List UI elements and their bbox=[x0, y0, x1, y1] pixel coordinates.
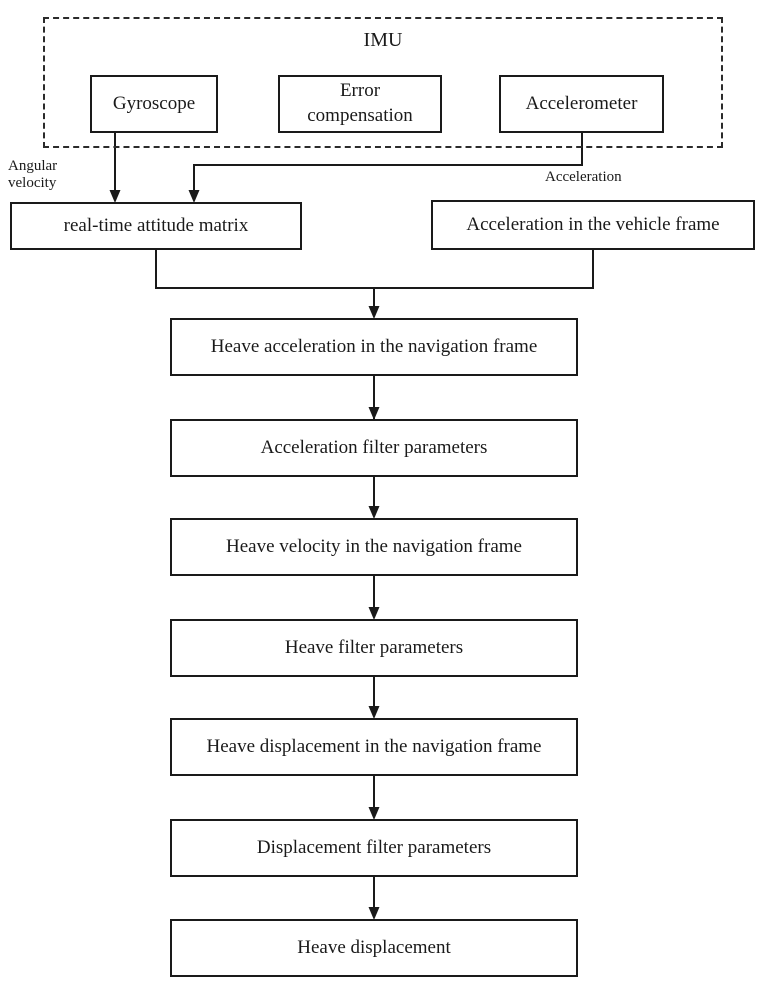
node-heave-filter-parameters: Heave filter parameters bbox=[170, 619, 578, 677]
node-error-compensation-label: Error compensation bbox=[307, 80, 413, 126]
node-gyroscope-label: Gyroscope bbox=[112, 92, 196, 114]
node-heave-displacement-nav-frame: Heave displacement in the navigation fra… bbox=[170, 718, 578, 776]
node-heave-acceleration-nav-frame-label: Heave acceleration in the navigation fra… bbox=[210, 335, 538, 357]
node-accelerometer: Accelerometer bbox=[499, 75, 664, 133]
arrowhead-chain-1 bbox=[368, 407, 380, 420]
node-heave-displacement-nav-frame-label: Heave displacement in the navigation fra… bbox=[206, 735, 542, 757]
label-angular-velocity: Angular velocity bbox=[8, 158, 58, 192]
node-heave-velocity-nav-frame: Heave velocity in the navigation frame bbox=[170, 518, 578, 576]
arrowhead-chain-6 bbox=[368, 907, 380, 920]
node-heave-velocity-nav-frame-label: Heave velocity in the navigation frame bbox=[226, 535, 522, 557]
node-heave-filter-parameters-label: Heave filter parameters bbox=[284, 636, 464, 658]
node-accelerometer-label: Accelerometer bbox=[525, 92, 638, 114]
arrowhead-chain-5 bbox=[368, 807, 380, 820]
node-error-compensation: Error compensation bbox=[278, 75, 442, 133]
node-vehicle-frame-acceleration: Acceleration in the vehicle frame bbox=[431, 200, 755, 250]
node-displacement-filter-parameters: Displacement filter parameters bbox=[170, 819, 578, 877]
node-displacement-filter-parameters-label: Displacement filter parameters bbox=[256, 836, 492, 858]
node-vehicle-frame-acceleration-label: Acceleration in the vehicle frame bbox=[466, 213, 720, 235]
node-attitude-matrix-label: real-time attitude matrix bbox=[63, 214, 249, 236]
node-attitude-matrix: real-time attitude matrix bbox=[10, 202, 302, 250]
node-heave-acceleration-nav-frame: Heave acceleration in the navigation fra… bbox=[170, 318, 578, 376]
node-acceleration-filter-parameters-label: Acceleration filter parameters bbox=[260, 436, 488, 458]
arrowhead-accelerometer bbox=[188, 190, 200, 203]
arrowhead-gyroscope bbox=[109, 190, 121, 203]
node-acceleration-filter-parameters: Acceleration filter parameters bbox=[170, 419, 578, 477]
arrowhead-chain-4 bbox=[368, 706, 380, 719]
edge-merge-branches bbox=[155, 250, 594, 289]
node-heave-displacement: Heave displacement bbox=[170, 919, 578, 977]
node-gyroscope: Gyroscope bbox=[90, 75, 218, 133]
node-heave-displacement-label: Heave displacement bbox=[297, 936, 451, 958]
label-acceleration: Acceleration bbox=[545, 169, 622, 185]
imu-group-title: IMU bbox=[363, 29, 403, 51]
arrowhead-chain-2 bbox=[368, 506, 380, 519]
arrowhead-merge bbox=[368, 306, 380, 319]
imu-group: IMU Gyroscope Error compensation Acceler… bbox=[43, 17, 723, 148]
arrowhead-chain-3 bbox=[368, 607, 380, 620]
edge-accelerometer-to-attitude-matrix bbox=[193, 133, 583, 191]
